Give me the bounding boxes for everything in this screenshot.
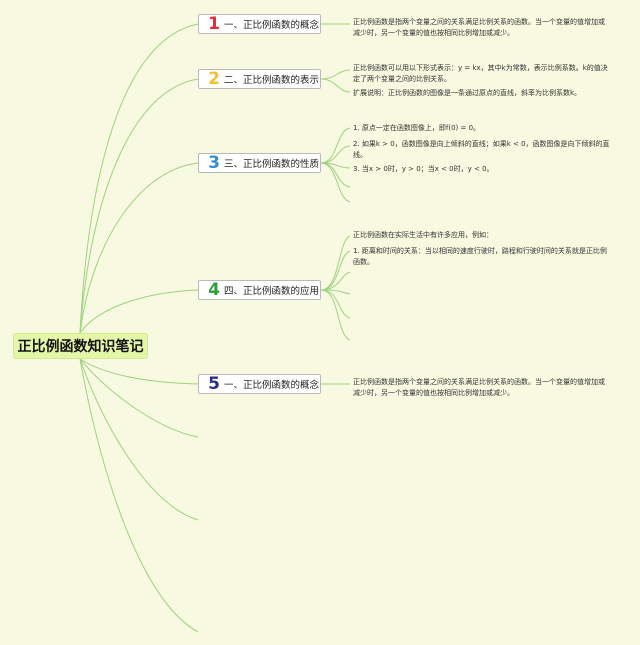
branch-1-number: 1 [208,14,220,34]
branch-3-note-1: 1. 原点一定在函数图像上，即f(0) = 0。 [353,124,481,132]
branch-4-note-1: 正比例函数在实际生活中有许多应用，例如： [353,231,493,239]
root-topic[interactable]: 正比例函数知识笔记 [13,333,148,359]
connector-root-empty-3 [79,358,199,633]
root-topic-label: 正比例函数知识笔记 [17,339,144,355]
branch-3-topic[interactable]: 3 三、正比例函数的性质 [198,153,321,173]
connector-b3-note-4 [320,162,351,188]
branch-4-number: 4 [208,280,220,300]
connector-root-branch-5 [79,358,199,385]
connector-b3-note-2 [320,145,351,164]
connector-b3-note-5 [320,162,351,203]
connector-b2-note-2 [320,78,351,93]
connector-root-branch-2 [79,78,199,334]
branch-3-label: 三、正比例函数的性质 [224,159,320,170]
branch-1-label: 一、正比例函数的概念 [224,20,320,31]
branch-2-number: 2 [208,69,220,89]
branch-4-topic[interactable]: 4 四、正比例函数的应用 [198,280,321,300]
connector-b4-note-5 [320,289,351,319]
branch-2-topic[interactable]: 2 二、正比例函数的表示 [198,69,321,89]
connector-b4-note-2 [320,250,351,291]
branch-3-number: 3 [208,153,220,173]
connector-b2-note-1 [320,69,351,80]
branch-2-note-2: 扩展说明：正比例函数的图像是一条通过原点的直线，斜率为比例系数k。 [353,89,582,97]
connector-root-branch-1 [79,23,199,334]
connector-root-empty-1 [79,358,199,438]
branch-5-number: 5 [208,374,220,394]
branch-5-note: 正比例函数是指两个变量之间的关系满足比例关系的函数。当一个变量的值增加或减少时，… [353,378,605,397]
connector-root-empty-2 [79,358,199,521]
branch-2-note-1: 正比例函数可以用以下形式表示：y = kx，其中k为常数，表示比例系数。k的值决… [353,64,608,83]
branch-2-label: 二、正比例函数的表示 [224,75,320,86]
branch-5-label: 一、正比例函数的概念 [224,380,320,391]
branch-4-label: 四、正比例函数的应用 [224,286,320,297]
connector-b4-note-6 [320,289,351,341]
connector-root-branch-4 [79,289,199,334]
connector-b4-note-1 [320,235,351,291]
branch-4-note-2: 1. 距离和时间的关系：当以相同的速度行驶时，路程和行驶时间的关系就是正比例函数… [353,247,607,266]
branch-3-note-3: 3. 当x > 0时，y > 0；当x < 0时，y < 0。 [353,165,494,173]
branch-1-note: 正比例函数是指两个变量之间的关系满足比例关系的函数。当一个变量的值增加或减少时，… [353,18,605,37]
connector-root-branch-3 [79,162,199,334]
connector-b3-note-1 [320,127,351,164]
branch-3-note-2: 2. 如果k > 0，函数图像是向上倾斜的直线；如果k < 0，函数图像是向下倾… [353,140,610,159]
branch-1-topic[interactable]: 1 一、正比例函数的概念 [198,14,321,34]
branch-5-topic[interactable]: 5 一、正比例函数的概念 [198,374,321,394]
